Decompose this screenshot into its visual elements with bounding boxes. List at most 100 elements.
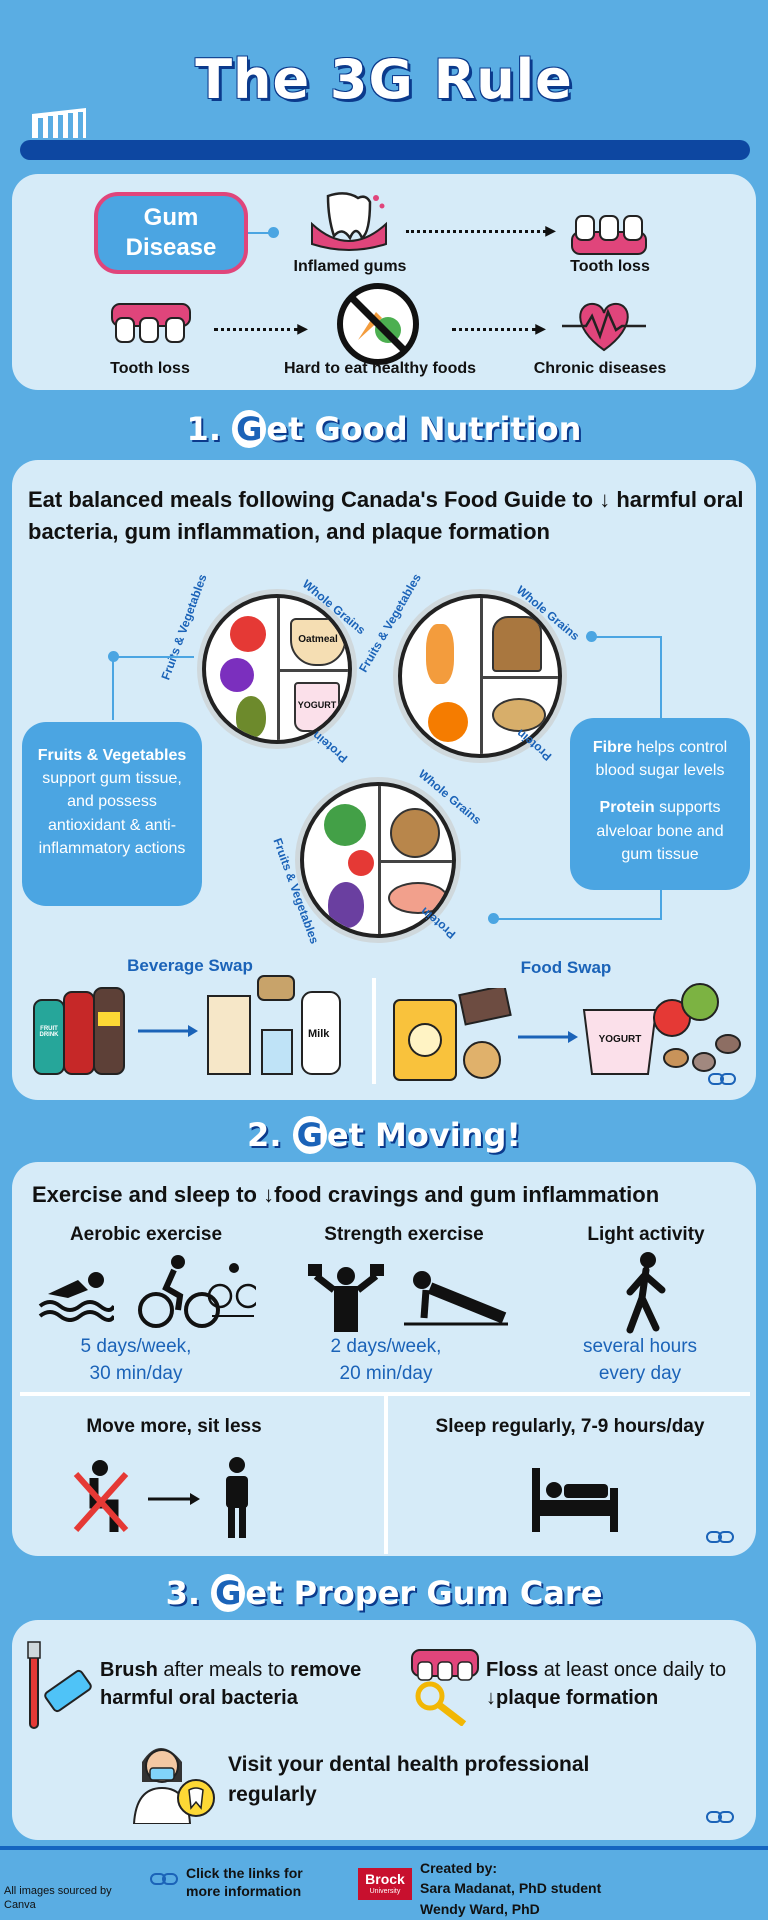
moving-divider-v bbox=[384, 1396, 388, 1554]
protein-rest: supports alveloar bone and gum tissue bbox=[596, 799, 724, 863]
nutrition-intro: Eat balanced meals following Canada's Fo… bbox=[28, 487, 744, 544]
gum-care-link-icon[interactable] bbox=[706, 1810, 734, 1829]
connector-right-top-dot bbox=[586, 631, 597, 642]
section-2-heading: et Moving! bbox=[326, 1116, 521, 1154]
gum-care-panel bbox=[12, 1620, 756, 1840]
yogurt-label-plate: YOGURT bbox=[297, 700, 337, 710]
protein-text: Protein supports alveloar bone and gum t… bbox=[580, 796, 740, 866]
fruit-drink-label: FRUIT DRINK bbox=[39, 1026, 59, 1038]
visit-text: Visit your dental health professional re… bbox=[228, 1753, 590, 1807]
beverage-swap-title: Beverage Swap bbox=[127, 956, 253, 975]
moving-divider-h bbox=[20, 1392, 750, 1396]
logo-icon bbox=[30, 106, 88, 140]
moving-intro: Exercise and sleep to ↓food cravings and… bbox=[32, 1182, 660, 1207]
sleep-title: Sleep regularly, 7-9 hours/day bbox=[435, 1416, 705, 1437]
arrow-gums-to-tooth-loss bbox=[406, 222, 556, 239]
footer-link-icon[interactable] bbox=[150, 1872, 178, 1891]
move-more-title: Move more, sit less bbox=[86, 1416, 262, 1437]
connector-line bbox=[248, 232, 274, 234]
tooth-loss-icon-top bbox=[566, 204, 652, 260]
section-2-number: 2. bbox=[247, 1116, 282, 1154]
connector-right-v bbox=[660, 636, 662, 718]
floss-text-1: at least once daily to bbox=[538, 1659, 727, 1681]
section-2-g: G bbox=[292, 1116, 327, 1154]
grain-cookie-icon bbox=[390, 808, 440, 858]
milk-label: Milk bbox=[308, 1028, 330, 1040]
food-swap-title: Food Swap bbox=[520, 958, 612, 977]
tomato-icon bbox=[348, 850, 374, 876]
apple-icon bbox=[230, 616, 266, 652]
healthy-drinks-icon: Milk bbox=[206, 966, 346, 1078]
yogurt-swap-label: YOGURT bbox=[598, 1034, 642, 1045]
eggplant-icon bbox=[328, 882, 364, 928]
brush-text-1: after meals to bbox=[157, 1659, 291, 1681]
aerobic-frequency-line1: 5 days/week, bbox=[80, 1336, 192, 1357]
strength-frequency-line2: 20 min/day bbox=[339, 1362, 433, 1384]
page-title: The 3G Rule bbox=[195, 48, 573, 111]
title-divider bbox=[20, 140, 750, 160]
floss-icon bbox=[408, 1646, 484, 1727]
plate-1: Oatmeal YOGURT bbox=[202, 594, 352, 744]
light-frequency: several hours every day bbox=[540, 1334, 740, 1387]
protein-bold: Protein bbox=[599, 799, 655, 817]
connector-right-bottom-v bbox=[660, 890, 662, 920]
yogurt-cup-icon: YOGURT bbox=[294, 682, 340, 732]
connector-left-h bbox=[112, 656, 194, 658]
swap-divider bbox=[372, 978, 376, 1084]
floss-text: Floss at least once daily to ↓plaque for… bbox=[486, 1656, 756, 1712]
fibre-protein-callout: Fibre helps control blood sugar levels P… bbox=[570, 718, 750, 890]
light-frequency-line1: several hours bbox=[582, 1336, 698, 1357]
light-title: Light activity bbox=[587, 1224, 705, 1245]
toothbrush-icon bbox=[22, 1640, 92, 1732]
snack-foods-icon bbox=[392, 984, 512, 1084]
callout-left-text: support gum tissue, and possess antioxid… bbox=[38, 770, 186, 857]
brush-bold-2: remove harmful oral bacteria bbox=[100, 1659, 362, 1709]
gum-disease-label: Gum Disease bbox=[125, 204, 217, 261]
arrow-tooth-loss-to-hard-to-eat bbox=[214, 320, 308, 337]
grapes-icon bbox=[220, 658, 254, 692]
bread-icon bbox=[492, 616, 542, 672]
moving-link-icon[interactable] bbox=[706, 1530, 734, 1549]
section-3-g: G bbox=[211, 1574, 246, 1612]
connector-left-dot bbox=[108, 651, 119, 662]
section-3-number: 3. bbox=[165, 1574, 201, 1612]
fibre-rest: helps control blood sugar levels bbox=[595, 739, 728, 780]
cycling-icon bbox=[136, 1254, 261, 1330]
gum-disease-badge: Gum Disease bbox=[94, 192, 248, 274]
section-3-heading: et Proper Gum Care bbox=[245, 1574, 603, 1612]
connector-left bbox=[112, 656, 114, 720]
section-1-number: 1. bbox=[186, 410, 221, 448]
tooth-loss-icon-bottom bbox=[106, 296, 196, 352]
section-1-heading: et Good Nutrition bbox=[266, 410, 582, 448]
sit-to-stand-arrow-icon bbox=[148, 1492, 200, 1505]
bed-icon bbox=[530, 1464, 620, 1534]
oatmeal-label: Oatmeal bbox=[298, 634, 338, 645]
fibre-bold: Fibre bbox=[592, 739, 632, 756]
plate-2 bbox=[398, 594, 562, 758]
standing-person-icon bbox=[218, 1456, 256, 1538]
fibre-text: Fibre helps control blood sugar levels bbox=[580, 736, 740, 782]
chronic-diseases-label: Chronic diseases bbox=[533, 360, 667, 377]
sugary-drinks-icon: FRUIT DRINK bbox=[30, 982, 130, 1076]
nutrition-link-icon[interactable] bbox=[708, 1072, 736, 1091]
connector-right-top bbox=[592, 636, 662, 638]
brush-bold-1: Brush bbox=[100, 1659, 158, 1681]
dentist-icon bbox=[128, 1732, 218, 1825]
light-frequency-line2: every day bbox=[598, 1362, 682, 1384]
strength-frequency-line1: 2 days/week, bbox=[330, 1336, 442, 1357]
no-sitting-icon bbox=[70, 1458, 130, 1536]
images-sourced-text: All images sourced by Canva bbox=[4, 1885, 112, 1912]
healthy-snacks-icon: YOGURT bbox=[580, 976, 744, 1078]
footer-divider bbox=[0, 1846, 768, 1850]
credits: Created by: Sara Madanat, PhD student We… bbox=[420, 1858, 700, 1919]
aerobic-frequency-line2: 30 min/day bbox=[89, 1362, 183, 1384]
fruits-veg-callout: Fruits & Vegetables support gum tissue, … bbox=[22, 722, 202, 906]
swimming-icon bbox=[38, 1262, 116, 1322]
oatmeal-bowl-icon: Oatmeal bbox=[290, 618, 346, 666]
tooth-loss-label-top: Tooth loss bbox=[570, 258, 650, 275]
connector-right-bottom-dot bbox=[488, 913, 499, 924]
floss-bold-2: ↓plaque formation bbox=[486, 1687, 659, 1709]
